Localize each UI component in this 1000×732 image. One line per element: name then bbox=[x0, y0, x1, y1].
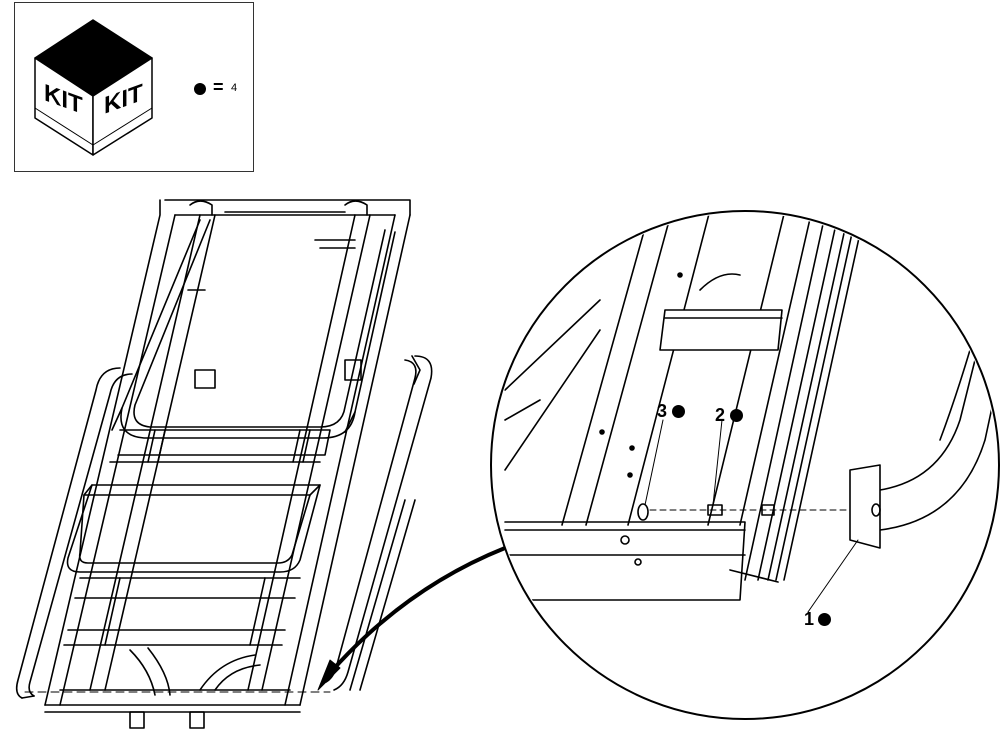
quantity-dot-icon bbox=[194, 83, 206, 95]
quantity-value: 4 bbox=[231, 82, 238, 94]
chassis-frame bbox=[44, 199, 411, 729]
callout-3-label: 3 bbox=[657, 401, 668, 421]
callout-1-dot-icon bbox=[818, 613, 831, 626]
callout-2-label: 2 bbox=[715, 405, 726, 425]
right-handrail bbox=[325, 355, 433, 691]
quantity-equals: = bbox=[213, 77, 224, 97]
kit-cube-icon bbox=[34, 19, 153, 156]
callout-1-label: 1 bbox=[804, 609, 815, 629]
detail-arrow bbox=[317, 546, 507, 691]
callout-2-dot-icon bbox=[730, 409, 743, 422]
detail-magnifier bbox=[490, 210, 1000, 720]
callout-3-dot-icon bbox=[672, 405, 685, 418]
left-handrail bbox=[15, 367, 133, 699]
